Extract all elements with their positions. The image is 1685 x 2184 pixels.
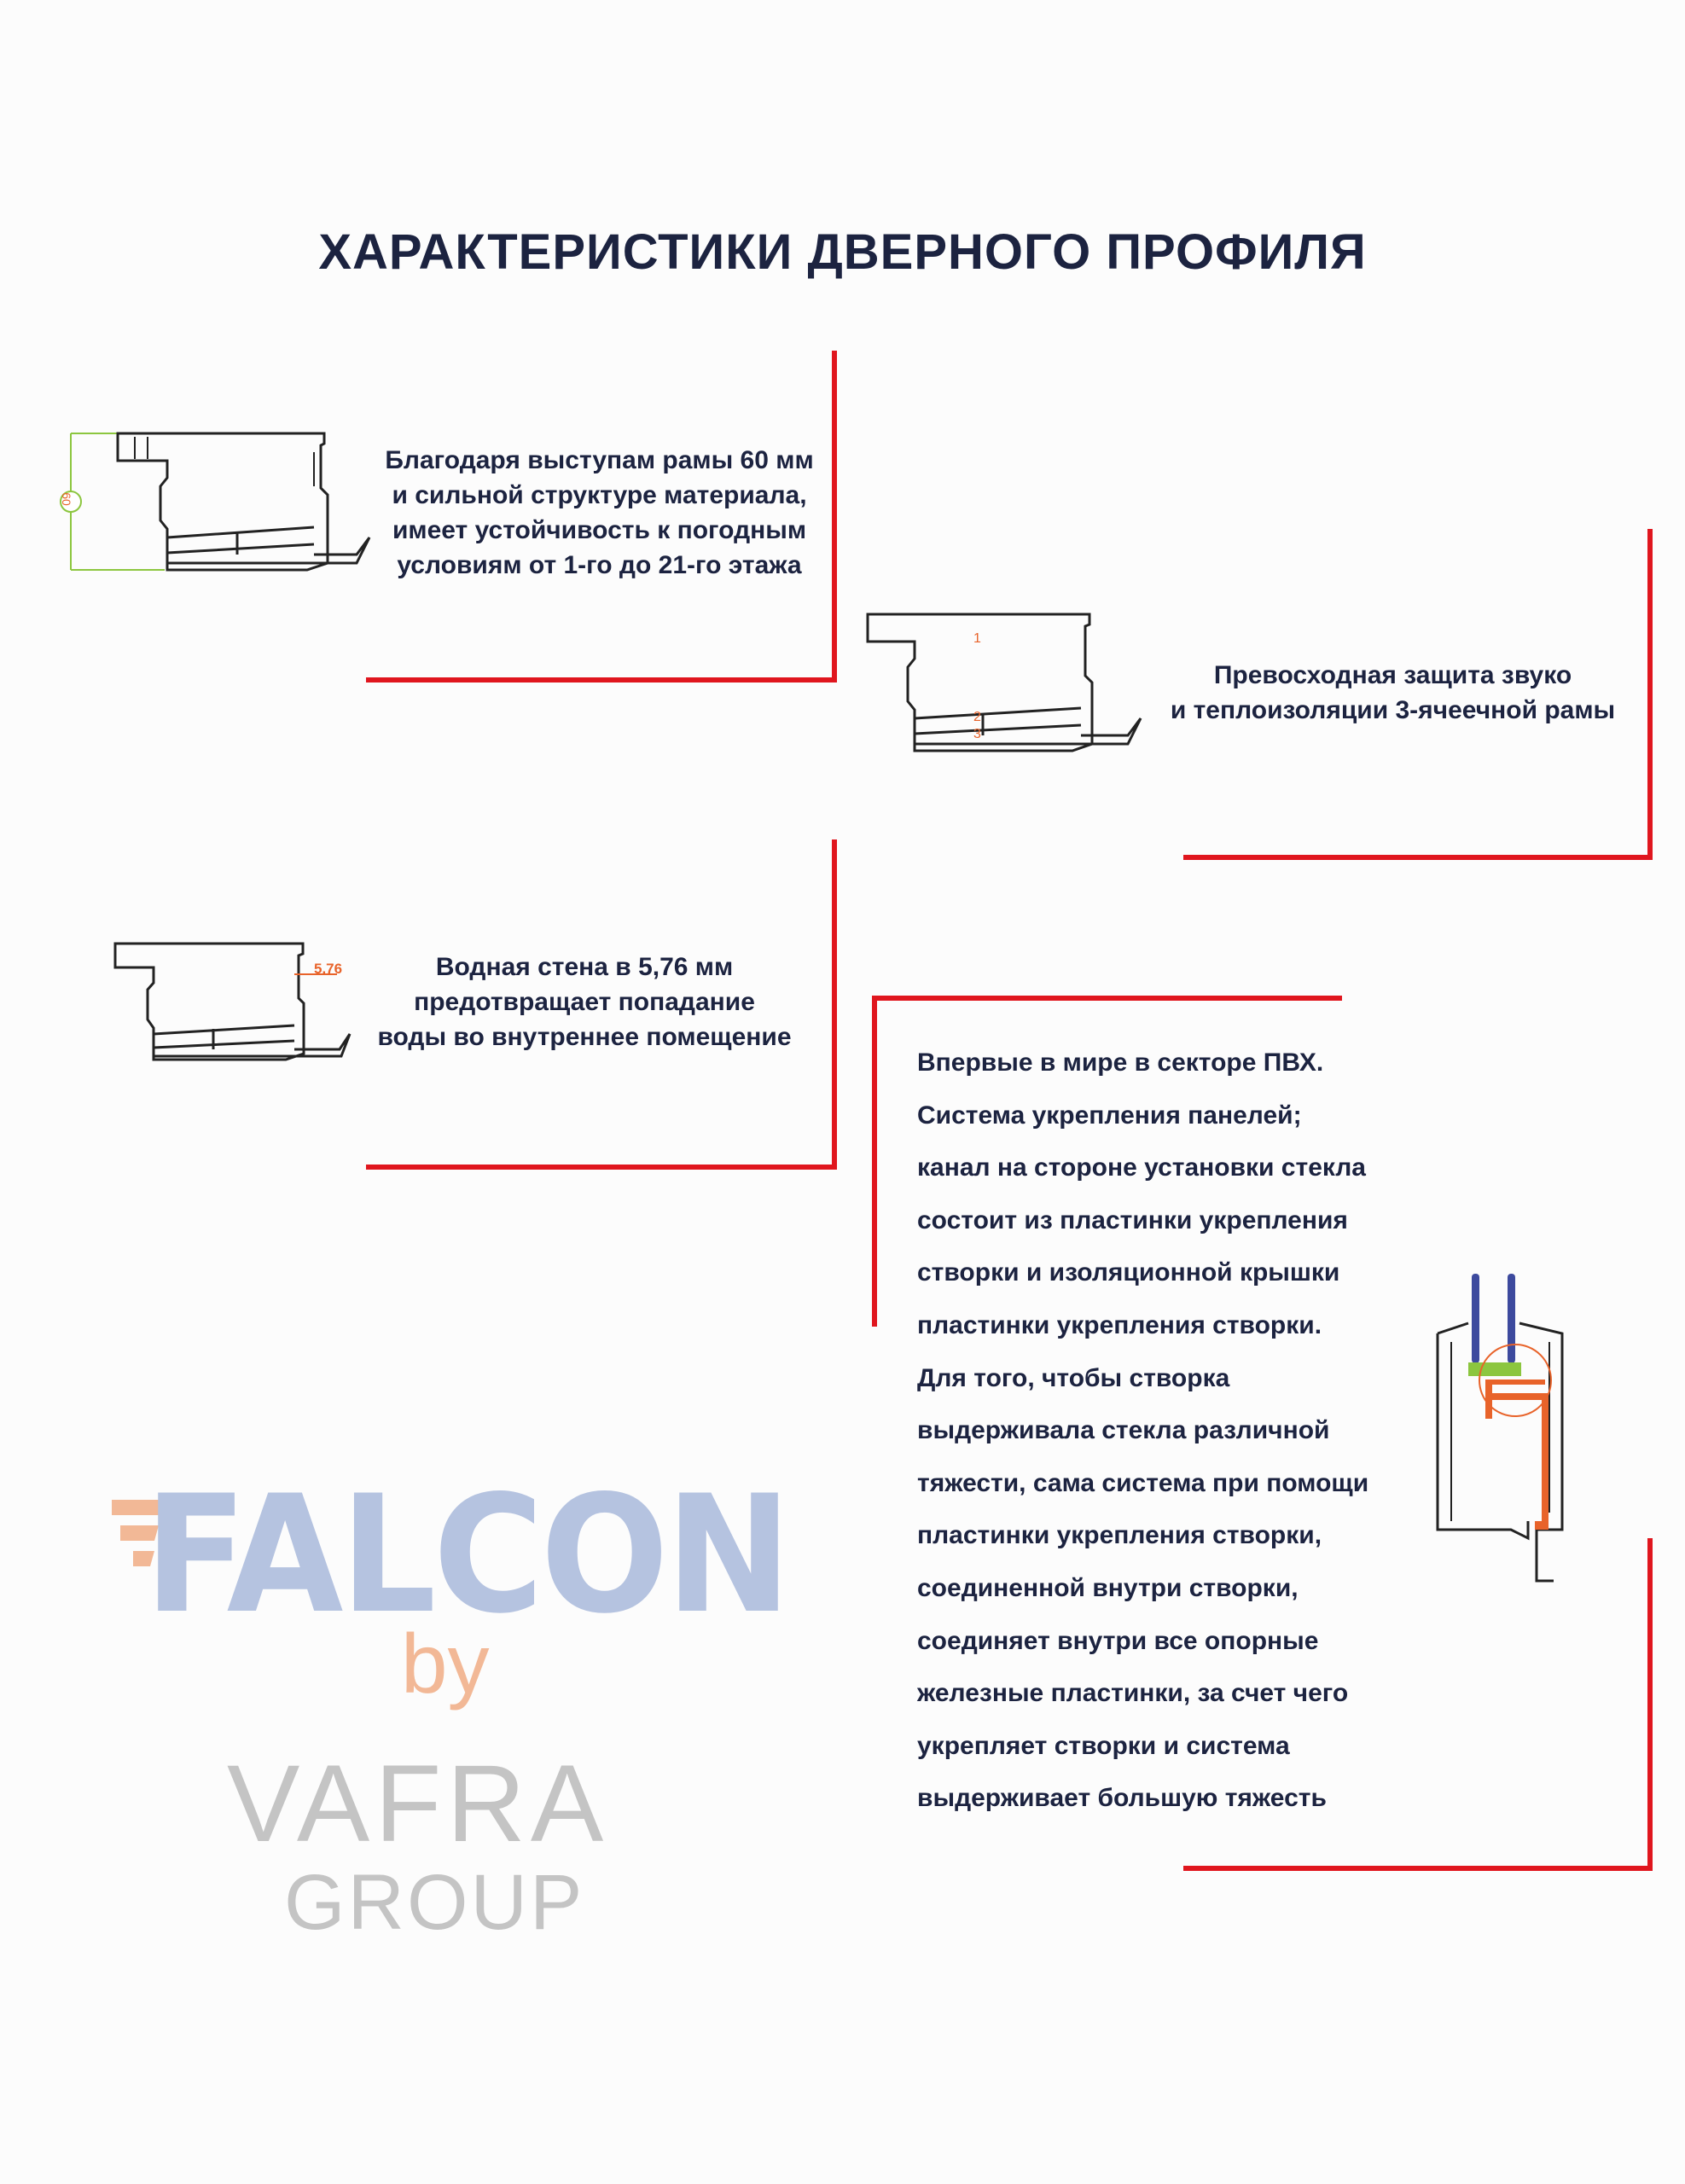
text-line: выдерживает большую тяжесть [917,1784,1327,1813]
text-line: соединенной внутри створки, [917,1573,1299,1602]
text-line: имеет устойчивость к погодным [392,516,807,544]
logo-group: GROUP [284,1859,585,1946]
text-line: условиям от 1-го до 21-го этажа [397,551,802,579]
profile-diagram-3-chamber [866,613,1142,752]
text-line: Для того, чтобы створка [917,1363,1230,1392]
text-line: Впервые в мире в секторе ПВХ. [917,1048,1324,1077]
page-title: ХАРАКТЕРИСТИКИ ДВЕРНОГО ПРОФИЛЯ [318,224,1367,280]
falcon-wing-icon [112,1500,163,1566]
text-line: состоит из пластинки укрепления [917,1205,1348,1234]
frame-line-4b-vertical [1647,1538,1653,1871]
frame-line-3-vertical [832,839,837,1170]
text-line: пластинки укрепления створки. [917,1310,1322,1339]
logo-company: VAFRA [227,1743,609,1865]
text-line: предотвращает попадание [414,988,755,1016]
feature-1-text: Благодаря выступам рамы 60 мм и сильной … [367,443,832,583]
text-line: соединяет внутри все опорные [917,1626,1319,1655]
text-line: железные пластинки, за счет чего [917,1679,1349,1708]
text-line: пластинки укрепления створки, [917,1521,1322,1550]
feature-4-text: Впервые в мире в секторе ПВХ. Система ук… [917,1037,1368,1825]
text-line: воды во внутреннее помещение [377,1023,792,1051]
dimension-label-5-76: 5.76 [314,961,343,977]
text-line: и сильной структуре материала, [392,481,807,509]
chamber-label-2: 2 [973,710,981,724]
frame-line-1-bottom [366,677,837,682]
frame-line-2-bottom [1183,855,1653,860]
text-line: и теплоизоляции 3-ячеечной рамы [1170,696,1616,724]
text-line: Превосходная защита звуко [1213,661,1572,689]
text-line: канал на стороне установки стекла [917,1153,1366,1182]
text-line: Система укрепления панелей; [917,1101,1302,1130]
text-line: укрепляет створки и система [917,1731,1290,1760]
frame-line-4-vertical [872,996,877,1327]
chamber-label-3: 3 [973,727,981,741]
profile-diagram-60mm [60,432,371,572]
frame-line-1-vertical [832,351,837,682]
dimension-label-60: 60 [59,492,73,506]
sash-reinforcement-diagram [1436,1274,1564,1583]
frame-line-2-vertical [1647,529,1653,860]
feature-3-text: Водная стена в 5,76 мм предотвращает поп… [358,950,811,1054]
text-line: створки и изоляционной крышки [917,1258,1340,1287]
logo-brand: FALCON [144,1461,792,1649]
frame-line-4b-bottom [1183,1866,1653,1871]
feature-2-text: Превосходная защита звуко и теплоизоляци… [1143,658,1642,728]
frame-line-4-top [874,996,1342,1001]
profile-diagram-water-wall [113,942,352,1061]
text-line: Водная стена в 5,76 мм [435,953,734,981]
text-line: выдерживала стекла различной [917,1416,1330,1445]
frame-line-3-bottom [366,1165,837,1170]
text-line: Благодаря выступам рамы 60 мм [385,446,814,474]
text-line: тяжести, сама система при помощи [917,1468,1369,1497]
chamber-label-1: 1 [973,631,981,646]
logo-by: by [401,1617,490,1711]
